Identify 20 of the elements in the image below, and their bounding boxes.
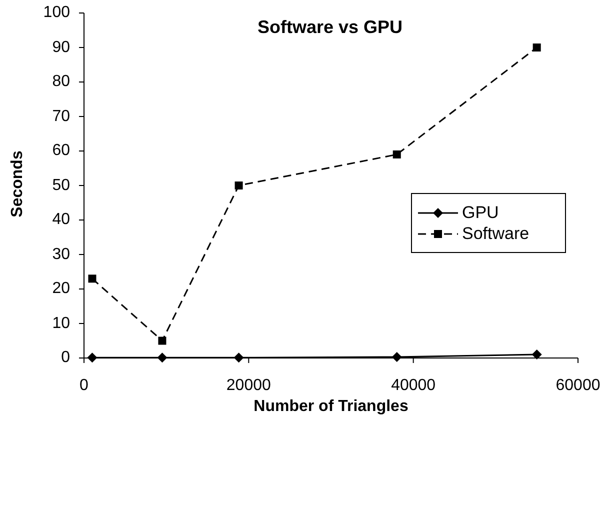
chart-title: Software vs GPU xyxy=(256,18,404,36)
tick-label: 80 xyxy=(51,74,70,90)
tick-label: 60000 xyxy=(554,378,602,394)
tick-label: 10 xyxy=(51,316,70,332)
axis-title: Seconds xyxy=(10,150,26,220)
tick-label: 90 xyxy=(51,40,70,56)
tick-label: 40 xyxy=(51,212,70,228)
tick-label: 40000 xyxy=(390,378,437,394)
tick-label: 50 xyxy=(51,178,70,194)
legend-label: GPU xyxy=(462,204,499,221)
tick-label: 20000 xyxy=(225,378,272,394)
tick-label: 0 xyxy=(60,350,70,366)
tick-label: 60 xyxy=(51,143,70,159)
legend-label: Software xyxy=(462,225,530,242)
tick-label: 0 xyxy=(78,378,90,394)
tick-label: 20 xyxy=(51,281,70,297)
tick-label: 100 xyxy=(42,5,70,21)
axis-title: Number of Triangles xyxy=(252,399,410,415)
tick-label: 30 xyxy=(51,246,70,262)
tick-label: 70 xyxy=(51,108,70,124)
